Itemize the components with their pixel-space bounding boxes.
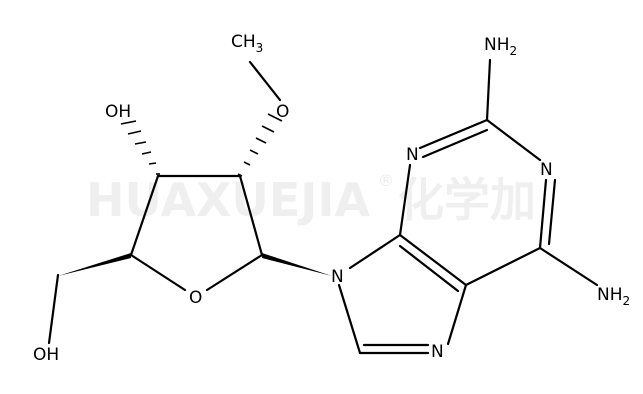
- bond-c5-c4-b: [398, 244, 460, 293]
- n1-label: N: [540, 160, 553, 180]
- ch3-label: CH3: [231, 32, 263, 55]
- bond-c2-c1: [238, 174, 264, 257]
- n9-label: N: [331, 267, 344, 287]
- n3-label: N: [406, 145, 419, 165]
- hydroxyl-top-label: OH: [105, 102, 131, 122]
- wedge-c1-n9: [262, 253, 332, 276]
- bond-c1-o-ring: [205, 253, 264, 292]
- watermark: HUAXUEJIA ® 化学加: [86, 171, 536, 227]
- hydroxyl-bottom-label: OH: [33, 345, 59, 365]
- bond-c4-n3: [398, 163, 412, 237]
- bond-c5-c4-a: [398, 233, 468, 287]
- bond-c4-n9: [348, 233, 402, 270]
- bond-ch3-o: [248, 60, 282, 102]
- bond-c6-c5: [464, 246, 542, 287]
- ring-oxygen-label: O: [189, 288, 202, 308]
- methoxy-oxygen-label: O: [276, 102, 289, 122]
- bond-n9-c8: [337, 283, 362, 355]
- bond-ch2-oh: [47, 273, 60, 345]
- wedge-c4-ch2: [58, 253, 131, 276]
- watermark-cn: 化学加: [398, 173, 536, 227]
- bond-c4-c3: [129, 174, 160, 257]
- bond-n1-c6-a: [538, 178, 548, 250]
- bond-c2-n1: [485, 118, 542, 162]
- bond-n1-c6-b: [547, 178, 557, 246]
- bond-n3-c2-a: [418, 118, 489, 150]
- nh2-top-label: NH2: [484, 35, 517, 58]
- bond-n7-c5: [446, 283, 468, 346]
- nh2-bottom-label: NH2: [597, 285, 630, 308]
- watermark-text: HUAXUEJIA: [86, 173, 371, 227]
- bond-c6-nh2: [538, 246, 599, 287]
- bond-c2-nh2: [485, 58, 492, 122]
- bond-n3-c2-b: [421, 128, 489, 159]
- watermark-registered: ®: [378, 171, 394, 190]
- hash-c3-oh: [120, 120, 160, 175]
- n7-label: N: [431, 342, 444, 362]
- hash-c2-o: [237, 113, 283, 177]
- bond-o-ring-c4: [129, 253, 187, 292]
